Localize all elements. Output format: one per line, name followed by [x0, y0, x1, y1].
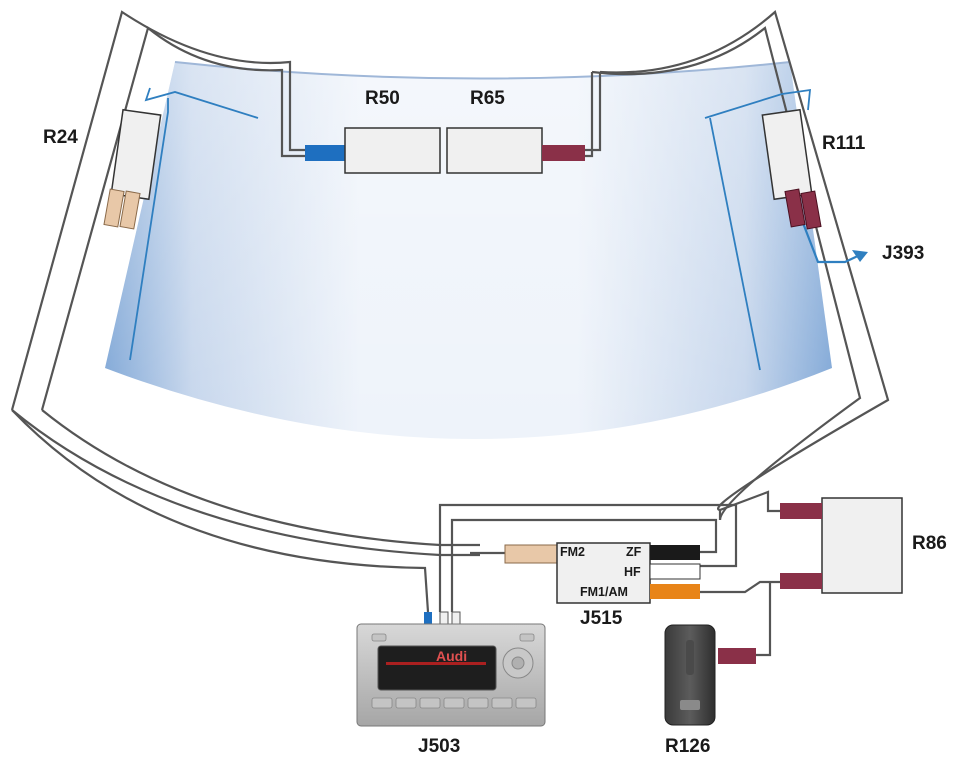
- r111-module: [761, 108, 822, 230]
- label-j503: J503: [418, 736, 461, 757]
- r50-module: [305, 127, 441, 174]
- harness-cables: [11, 409, 780, 657]
- signal-traces: [129, 87, 863, 371]
- label-r50: R50: [365, 88, 400, 109]
- r65-module: [446, 127, 585, 174]
- label-r65: R65: [470, 88, 505, 109]
- r126-key-fob: [664, 624, 756, 726]
- port-hf: HF: [624, 565, 641, 579]
- label-j515: J515: [580, 608, 623, 629]
- body-frame: [10, 10, 890, 557]
- label-r86: R86: [912, 533, 947, 554]
- j503-radio: [356, 611, 546, 727]
- label-r126: R126: [665, 736, 711, 757]
- port-fm1am: FM1/AM: [580, 585, 628, 599]
- port-fm2: FM2: [560, 545, 585, 559]
- r24-module: [103, 108, 162, 230]
- port-zf: ZF: [626, 545, 642, 559]
- radio-display-logo: Audi: [436, 648, 468, 664]
- label-r111: R111: [822, 133, 866, 154]
- r86-module: [780, 497, 903, 594]
- label-j393: J393: [882, 243, 925, 264]
- label-r24: R24: [43, 127, 78, 148]
- j393-arrow: [852, 250, 868, 262]
- windshield-highlight: [105, 62, 832, 439]
- j515-module: [504, 542, 701, 604]
